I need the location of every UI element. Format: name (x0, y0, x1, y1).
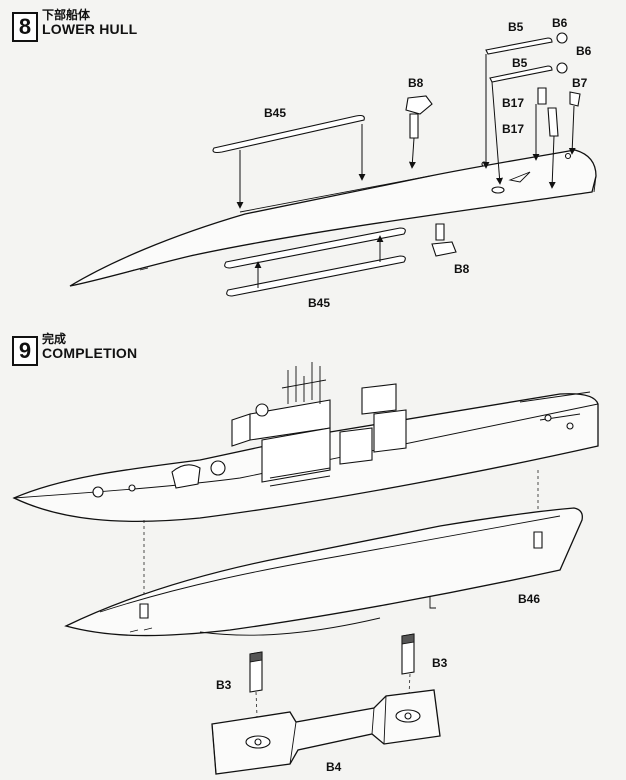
step-8-title: 下部船体 LOWER HULL (42, 8, 137, 36)
label-b17-mid: B17 (502, 122, 525, 136)
step-9-title-jp: 完成 (42, 332, 67, 346)
label-b45-bottom: B45 (308, 296, 331, 310)
label-b6-mid: B6 (576, 44, 592, 58)
guide-lines-stand (255, 673, 411, 741)
label-b6-top: B6 (552, 16, 568, 30)
label-b45-top: B45 (264, 106, 287, 120)
step-8-title-en: LOWER HULL (42, 21, 138, 37)
part-b45-upper (212, 114, 366, 209)
label-b4: B4 (326, 760, 342, 774)
label-b5-top: B5 (508, 20, 524, 34)
lower-hull-step8 (69, 149, 597, 287)
step-8-number: 8 (12, 12, 38, 42)
part-b4-stand (211, 689, 441, 775)
label-b3-right: B3 (432, 656, 448, 670)
label-b17-top: B17 (502, 96, 525, 110)
label-b5-mid: B5 (512, 56, 528, 70)
label-b8-bottom: B8 (454, 262, 470, 276)
label-b7: B7 (572, 76, 588, 90)
step-9-number: 9 (12, 336, 38, 366)
step-9-title-en: COMPLETION (42, 345, 138, 361)
step-9-title: 完成 COMPLETION (42, 332, 137, 360)
upper-hull-step9 (12, 362, 599, 523)
part-b3-left-post (249, 651, 263, 693)
label-b3-left: B3 (216, 678, 232, 692)
part-b3-right-post (401, 633, 415, 675)
parts-b5-b6-b17-b7 (482, 32, 581, 189)
step-8-title-jp: 下部船体 (42, 8, 91, 22)
label-b8-top: B8 (408, 76, 424, 90)
part-b8-lower (431, 223, 457, 257)
label-b46: B46 (518, 592, 541, 606)
part-b45-lower (224, 227, 406, 297)
part-b8-upper (405, 95, 433, 169)
part-b46-lower-hull (64, 507, 583, 637)
